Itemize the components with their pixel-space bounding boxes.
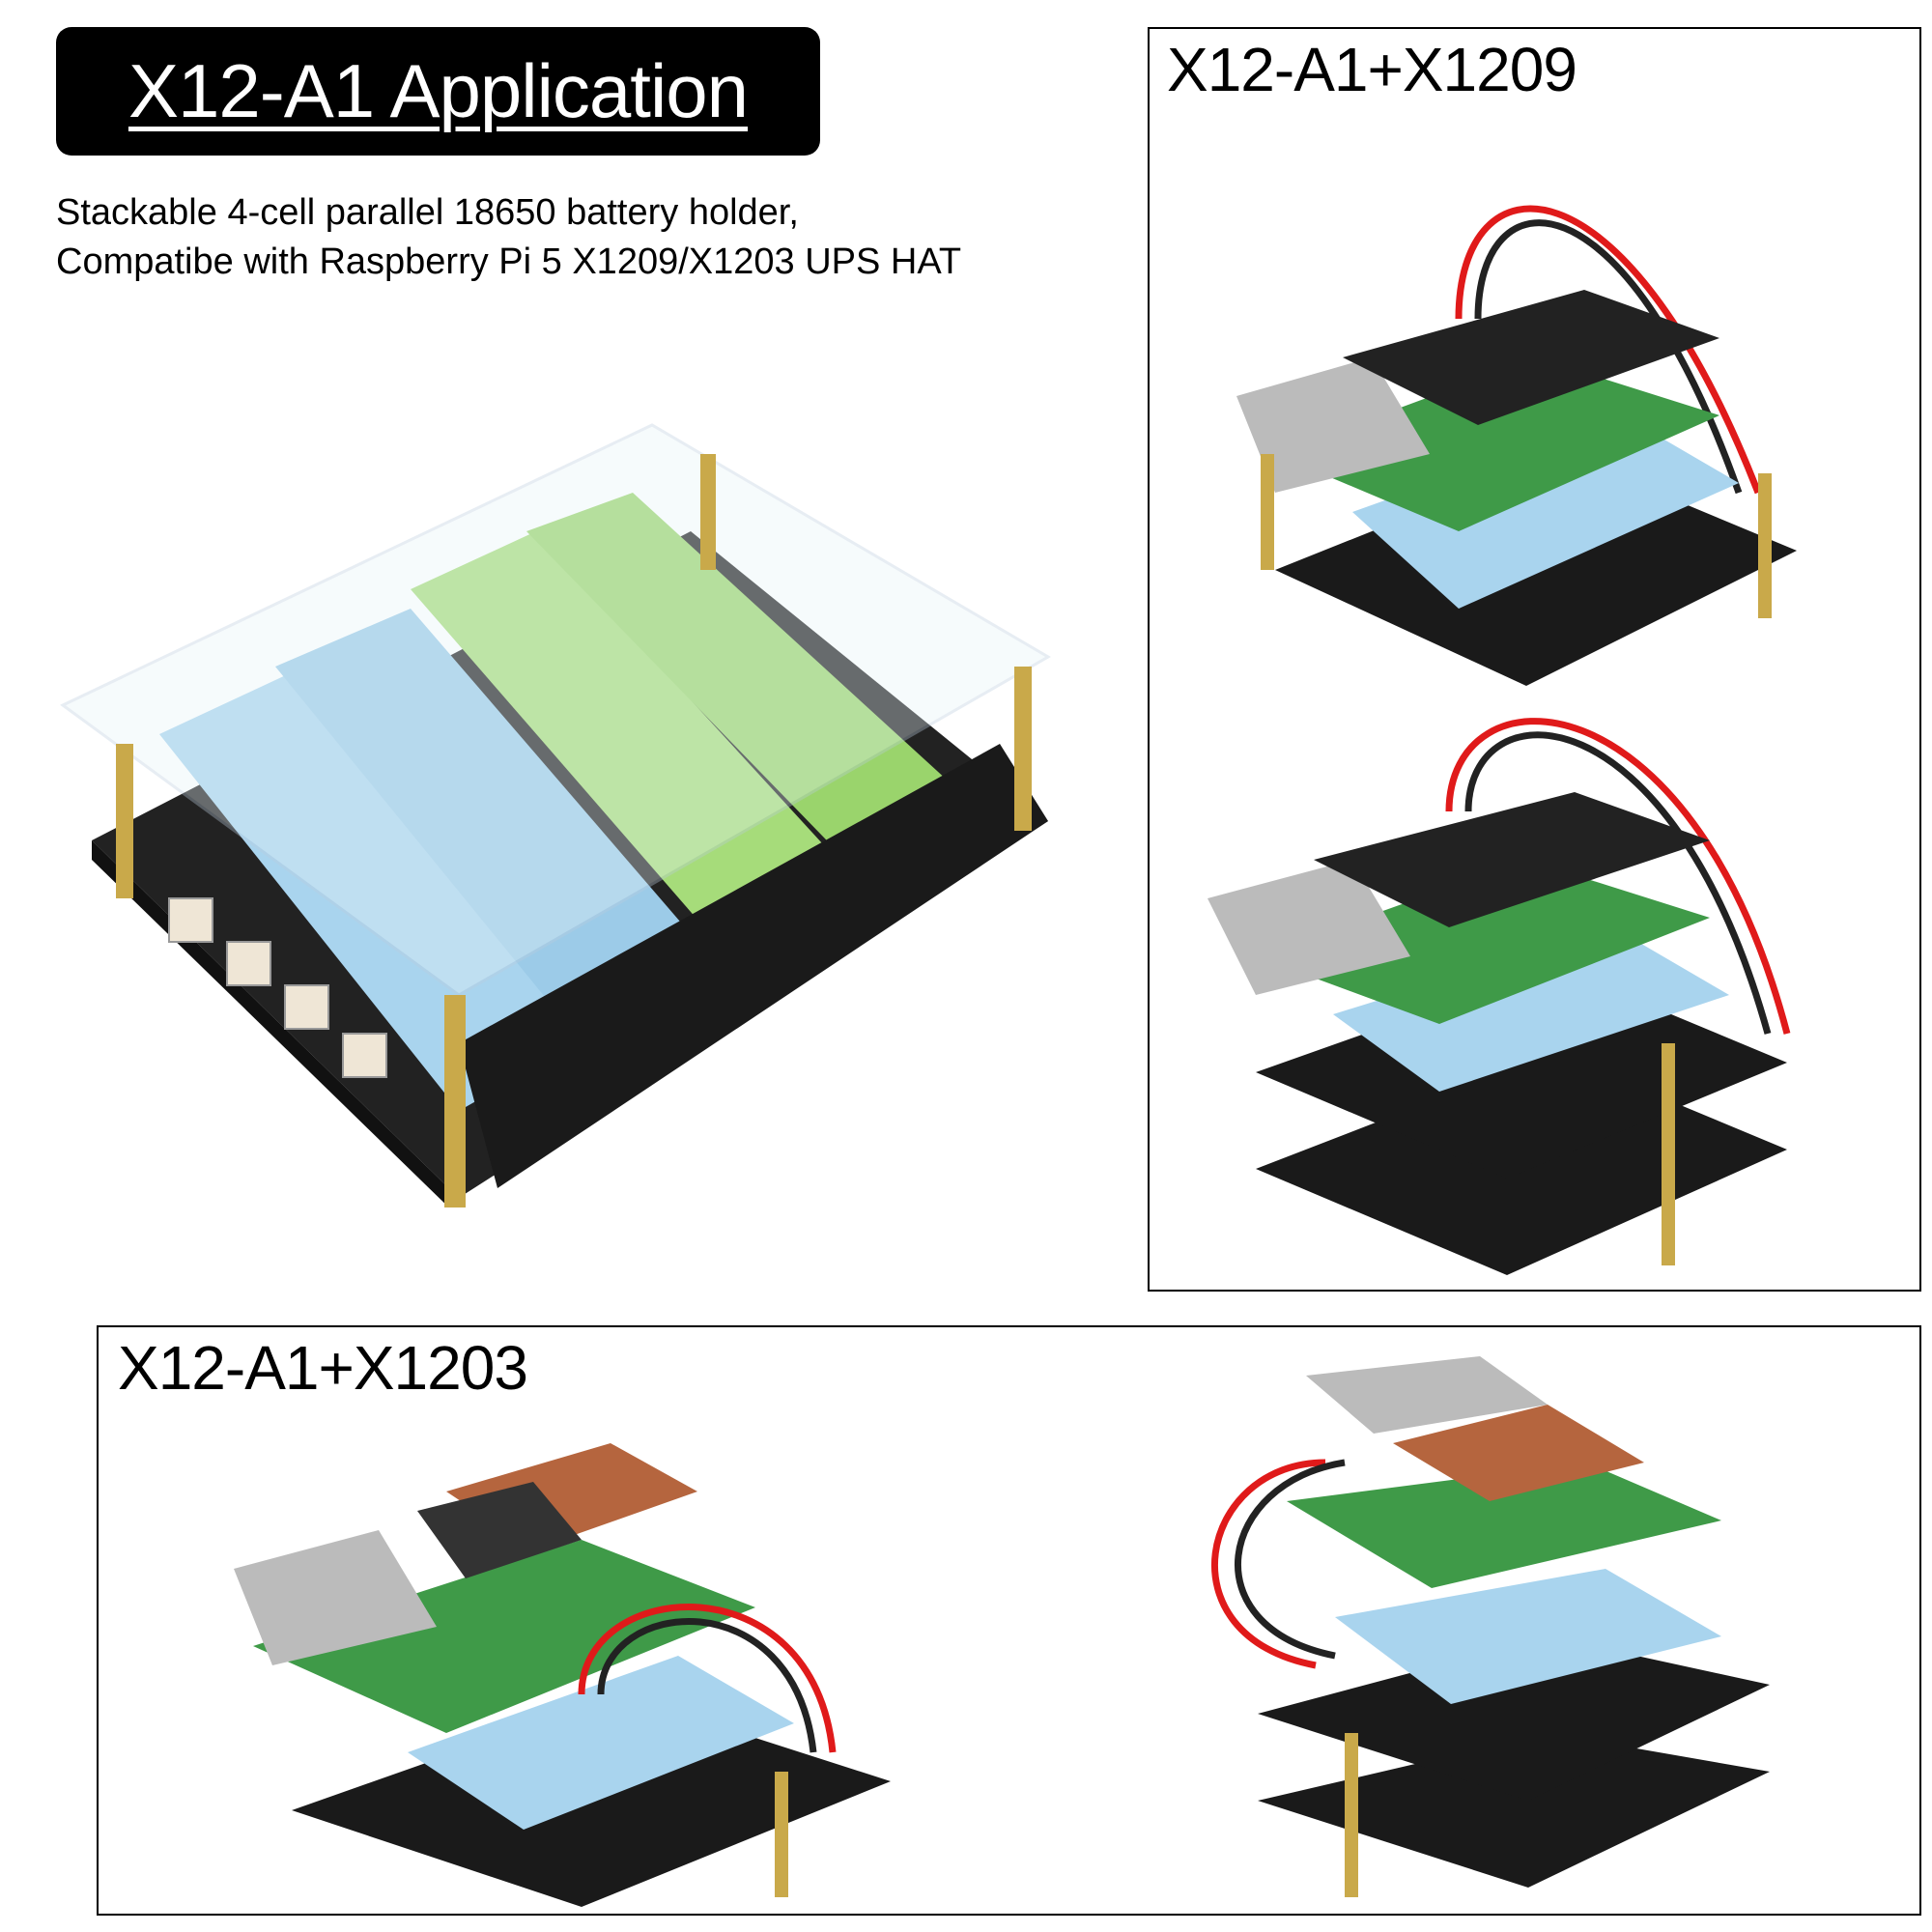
panel-x1209: X12-A1+X1209 — [1148, 27, 1921, 1292]
subtitle: Stackable 4-cell parallel 18650 battery … — [56, 188, 961, 287]
battery-holder-photo — [60, 423, 1051, 1208]
panel-x1203-label: X12-A1+X1203 — [118, 1333, 528, 1403]
x1203-stack-photo-2 — [1210, 1356, 1770, 1897]
page-title: X12-A1 Application — [128, 48, 749, 133]
subtitle-line-1: Stackable 4-cell parallel 18650 battery … — [56, 192, 799, 233]
battery-blue-2 — [275, 609, 710, 1034]
x1209-stack-photo-1 — [1236, 205, 1797, 686]
panel-x1209-label: X12-A1+X1209 — [1167, 35, 1577, 104]
title-banner: X12-A1 Application — [56, 27, 820, 156]
battery-green-1 — [411, 531, 855, 956]
x1203-stack-photo-1 — [234, 1443, 891, 1907]
battery-green-2 — [526, 493, 971, 869]
battery-blue-1 — [159, 667, 594, 1111]
subtitle-line-2: Compatibe with Raspberry Pi 5 X1209/X120… — [56, 242, 962, 282]
x1209-stack-photo-2 — [1208, 718, 1791, 1275]
panel-x1203: X12-A1+X1203 — [97, 1325, 1921, 1916]
